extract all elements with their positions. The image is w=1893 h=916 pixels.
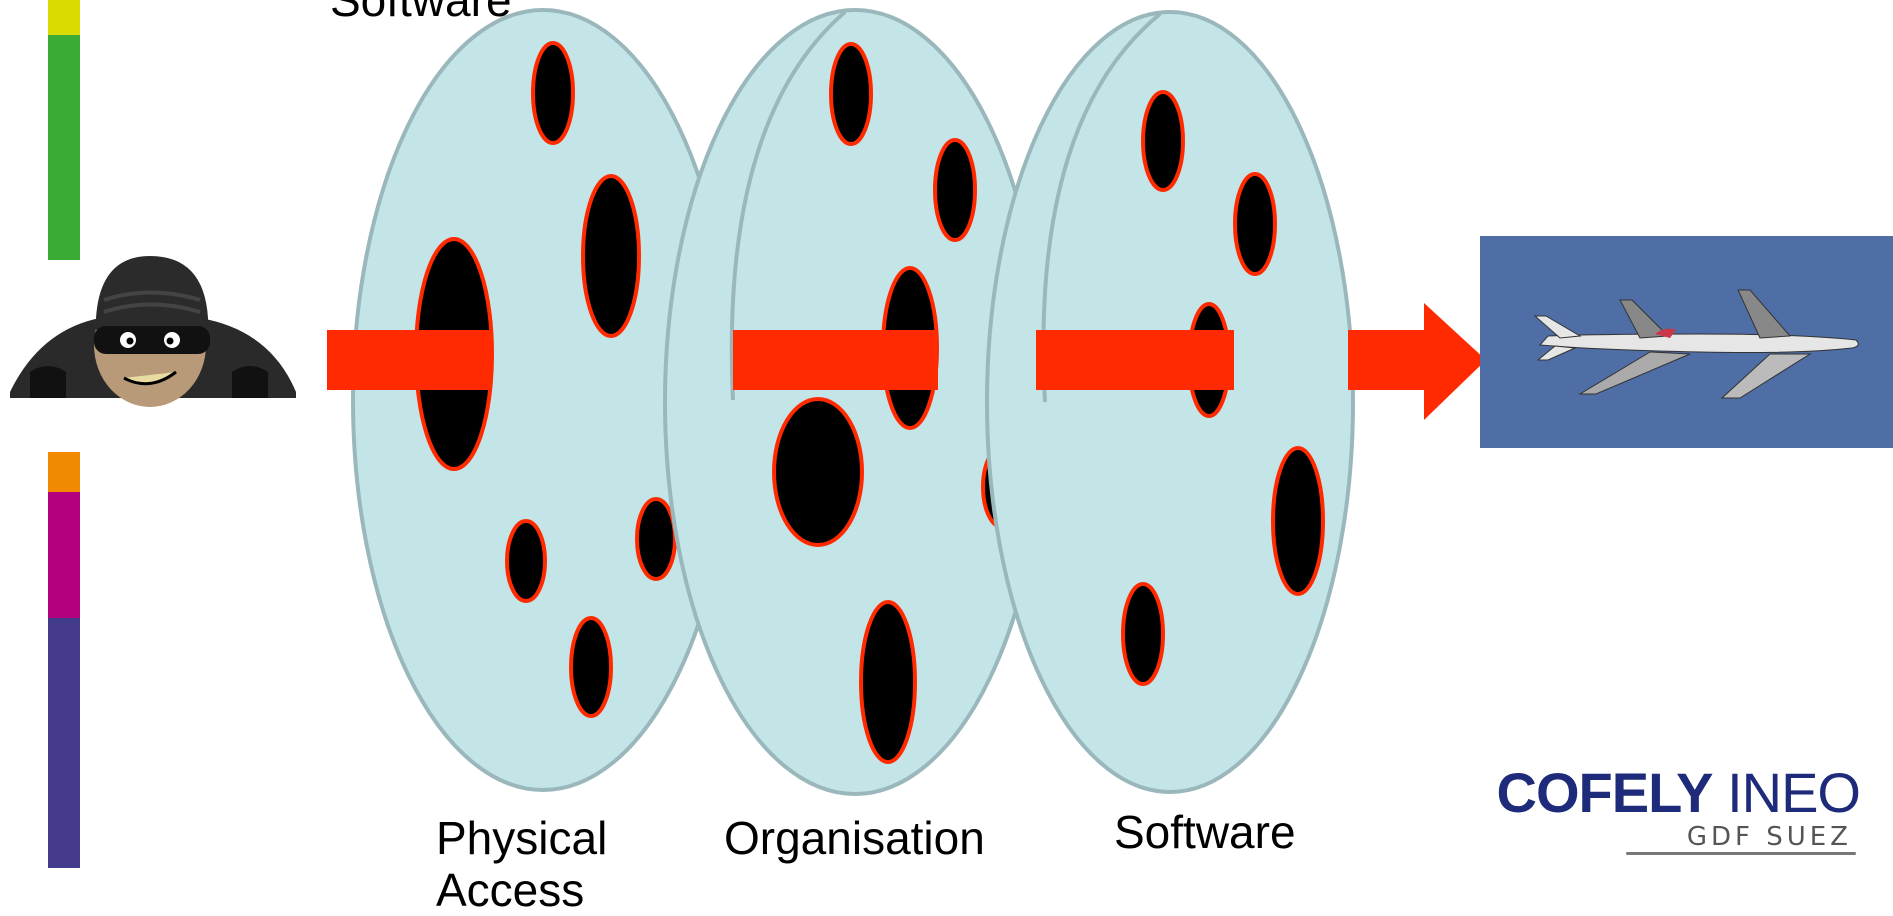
hole [1271, 446, 1325, 596]
hole [531, 41, 575, 145]
logo-subbrand: GDF SUEZ [1686, 822, 1852, 852]
layer-label-physical-access: Physical Access [436, 812, 607, 916]
sidebar-bar-purple [48, 618, 80, 868]
sidebar-bar-orange [48, 452, 80, 492]
airplane-photo [1480, 236, 1893, 448]
hole [1233, 172, 1277, 276]
layer-label-line: Organisation [724, 812, 985, 864]
hole [772, 397, 864, 547]
hole [933, 138, 977, 242]
sidebar-bar-green [48, 35, 80, 260]
logo-brand-bold: COFELY [1496, 761, 1714, 824]
hole [581, 174, 641, 338]
logo-brand-light: INEO [1727, 761, 1861, 824]
sidebar-color-bars [48, 0, 80, 868]
sidebar-bar-yellow [48, 0, 80, 35]
hole [1121, 582, 1165, 686]
hole [569, 616, 613, 718]
layer-label-line: Software [1114, 806, 1296, 858]
cofely-ineo-logo: COFELY INEO GDF SUEZ [1496, 761, 1861, 855]
top-label: Software [330, 0, 512, 26]
logo-brand: COFELY INEO [1496, 761, 1861, 824]
hole [635, 497, 677, 581]
layer-label-line: Physical [436, 812, 608, 864]
layer-label-software: Software [1114, 806, 1296, 858]
hole [829, 42, 873, 146]
layer-label-organisation: Organisation [724, 812, 985, 864]
hole [859, 600, 917, 764]
hole [1141, 90, 1185, 192]
burglar-icon [10, 256, 296, 407]
threat-arrow [327, 303, 1486, 420]
logo-underline [1626, 852, 1856, 855]
sidebar-bar-magenta [48, 492, 80, 618]
hole [505, 519, 547, 603]
layer-software [985, 10, 1355, 794]
layer-label-line: Access [436, 864, 585, 916]
